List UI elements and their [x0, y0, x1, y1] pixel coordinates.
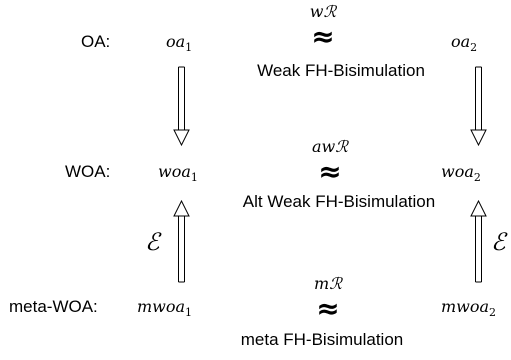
arrow-oa2-to-woa2	[470, 66, 487, 147]
node-mwoa1: mwoa1	[137, 297, 193, 320]
node-mwoa2: mwoa2	[441, 297, 497, 320]
node-oa1: oa1	[166, 32, 193, 55]
node-woa2: woa2	[441, 162, 481, 185]
arrow-mwoa2-to-woa2	[470, 199, 487, 283]
caption-alt-weak-fh-bisimulation: Alt Weak FH-Bisimulation	[242, 192, 436, 211]
approx-symbol-meta: ≈	[316, 292, 340, 325]
caption-meta-fh-bisimulation: meta FH-Bisimulation	[240, 330, 404, 349]
node-woa1: woa1	[158, 162, 198, 185]
relation-meta: mℛ	[314, 274, 342, 293]
node-oa2: oa2	[451, 32, 478, 55]
relation-weak: wℛ	[309, 2, 337, 21]
arrow-oa1-to-woa1	[173, 66, 190, 147]
approx-symbol-alt-weak: ≈	[318, 155, 342, 188]
epsilon-right: ℰ	[491, 228, 506, 256]
row-label-meta-woa: meta-WOA:	[9, 297, 98, 316]
arrow-mwoa1-to-woa1	[173, 199, 190, 283]
epsilon-left: ℰ	[145, 228, 160, 256]
row-label-oa: OA:	[81, 32, 111, 51]
relation-alt-weak: awℛ	[312, 137, 348, 156]
approx-symbol-weak: ≈	[311, 20, 335, 53]
caption-weak-fh-bisimulation: Weak FH-Bisimulation	[257, 61, 425, 80]
row-label-woa: WOA:	[65, 162, 111, 181]
